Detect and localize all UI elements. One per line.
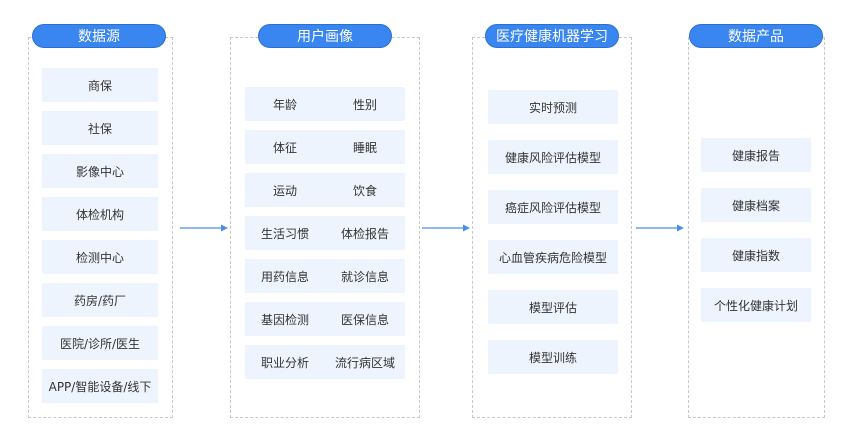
product-item: 健康报告 xyxy=(701,138,811,172)
product-item: 健康指数 xyxy=(701,238,811,272)
ml-item: 健康风险评估模型 xyxy=(488,140,618,174)
column-data-products xyxy=(688,37,825,418)
column-title-machine-learning: 医疗健康机器学习 xyxy=(485,24,619,48)
column-title-user-profile: 用户画像 xyxy=(258,24,392,48)
flow-arrow-3 xyxy=(636,224,684,232)
profile-item: 运动 xyxy=(272,183,297,198)
source-item: 药房/药厂 xyxy=(42,283,158,317)
ml-item: 癌症风险评估模型 xyxy=(488,190,618,224)
source-item: 体检机构 xyxy=(42,197,158,231)
profile-item: 体征 xyxy=(272,140,297,155)
profile-item: 流行病区域 xyxy=(334,355,395,370)
source-item: APP/智能设备/线下 xyxy=(42,369,158,403)
ml-item: 模型训练 xyxy=(488,340,618,374)
product-item: 个性化健康计划 xyxy=(701,288,811,322)
profile-item: 睡眠 xyxy=(352,140,377,155)
profile-item: 饮食 xyxy=(352,183,377,198)
profile-row: 基因检测 医保信息 xyxy=(245,302,405,336)
column-title-data-products: 数据产品 xyxy=(689,24,823,48)
profile-item: 医保信息 xyxy=(340,312,389,327)
ml-item: 心血管疾病危险模型 xyxy=(488,240,618,274)
source-item: 社保 xyxy=(42,111,158,145)
profile-item: 体检报告 xyxy=(340,226,389,241)
profile-row: 年龄 性别 xyxy=(245,87,405,121)
profile-item: 用药信息 xyxy=(260,269,309,284)
source-item: 检测中心 xyxy=(42,240,158,274)
profile-item: 性别 xyxy=(352,97,377,112)
ml-item: 模型评估 xyxy=(488,290,618,324)
profile-row: 体征 睡眠 xyxy=(245,130,405,164)
profile-item: 年龄 xyxy=(272,97,297,112)
flow-arrow-1 xyxy=(180,224,228,232)
column-title-data-sources: 数据源 xyxy=(32,24,166,48)
flow-arrow-2 xyxy=(422,224,470,232)
profile-row: 用药信息 就诊信息 xyxy=(245,259,405,293)
source-item: 影像中心 xyxy=(42,154,158,188)
product-item: 健康档案 xyxy=(701,188,811,222)
profile-row: 生活习惯 体检报告 xyxy=(245,216,405,250)
source-item: 医院/诊所/医生 xyxy=(42,326,158,360)
source-item: 商保 xyxy=(42,68,158,102)
ml-item: 实时预测 xyxy=(488,90,618,124)
profile-item: 就诊信息 xyxy=(340,269,389,284)
profile-row: 职业分析 流行病区域 xyxy=(245,345,405,379)
profile-row: 运动 饮食 xyxy=(245,173,405,207)
profile-item: 生活习惯 xyxy=(260,226,309,241)
profile-item: 职业分析 xyxy=(260,355,309,370)
profile-item: 基因检测 xyxy=(260,312,309,327)
